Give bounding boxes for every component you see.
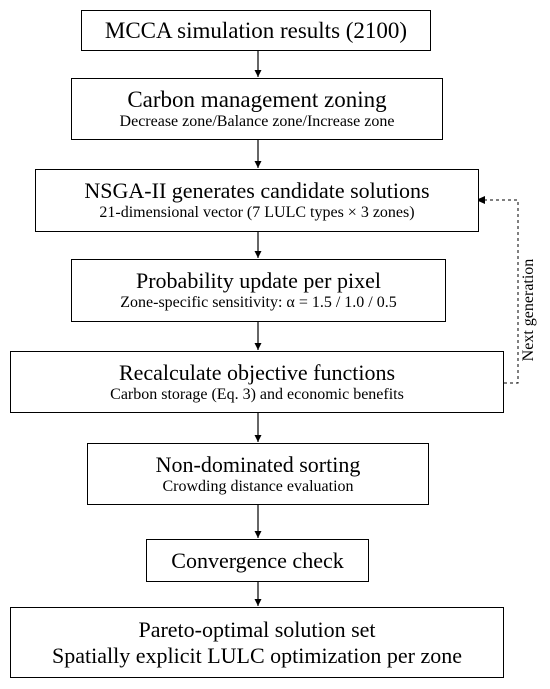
step-convergence-check: Convergence check [146,539,369,582]
step-title: MCCA simulation results (2100) [104,18,408,43]
step-title: Recalculate objective functions [118,359,396,385]
step-subtitle: 21-dimensional vector (7 LULC types × 3 … [99,204,415,221]
step-non-dominated-sorting: Non-dominated sorting Crowding distance … [87,443,429,505]
step-carbon-zoning: Carbon management zoning Decrease zone/B… [71,78,443,140]
step-recalculate-objectives: Recalculate objective functions Carbon s… [10,351,504,413]
step-title: Probability update per pixel [136,268,381,293]
step-nsga-candidates: NSGA-II generates candidate solutions 21… [35,169,479,232]
step-title: Pareto-optimal solution set [138,616,376,642]
step-subtitle: Zone-specific sensitivity: α = 1.5 / 1.0… [120,294,397,311]
step-pareto-set: Pareto-optimal solution set Spatially ex… [10,607,504,678]
step-mcca-results: MCCA simulation results (2100) [81,10,431,51]
step-title: NSGA-II generates candidate solutions [84,178,430,203]
step-title: Convergence check [171,548,344,573]
step-probability-update: Probability update per pixel Zone-specif… [71,259,446,322]
step-subtitle: Decrease zone/Balance zone/Increase zone [119,112,395,130]
feedback-loop-arrowhead [476,196,485,204]
step-subtitle: Spatially explicit LULC optimization per… [52,642,462,668]
feedback-loop-arrow [484,199,519,384]
next-generation-label: Next generation [520,258,537,362]
step-subtitle: Crowding distance evaluation [162,477,354,495]
step-title: Non-dominated sorting [155,451,361,477]
step-title: Carbon management zoning [127,86,387,112]
step-subtitle: Carbon storage (Eq. 3) and economic bene… [110,385,404,403]
